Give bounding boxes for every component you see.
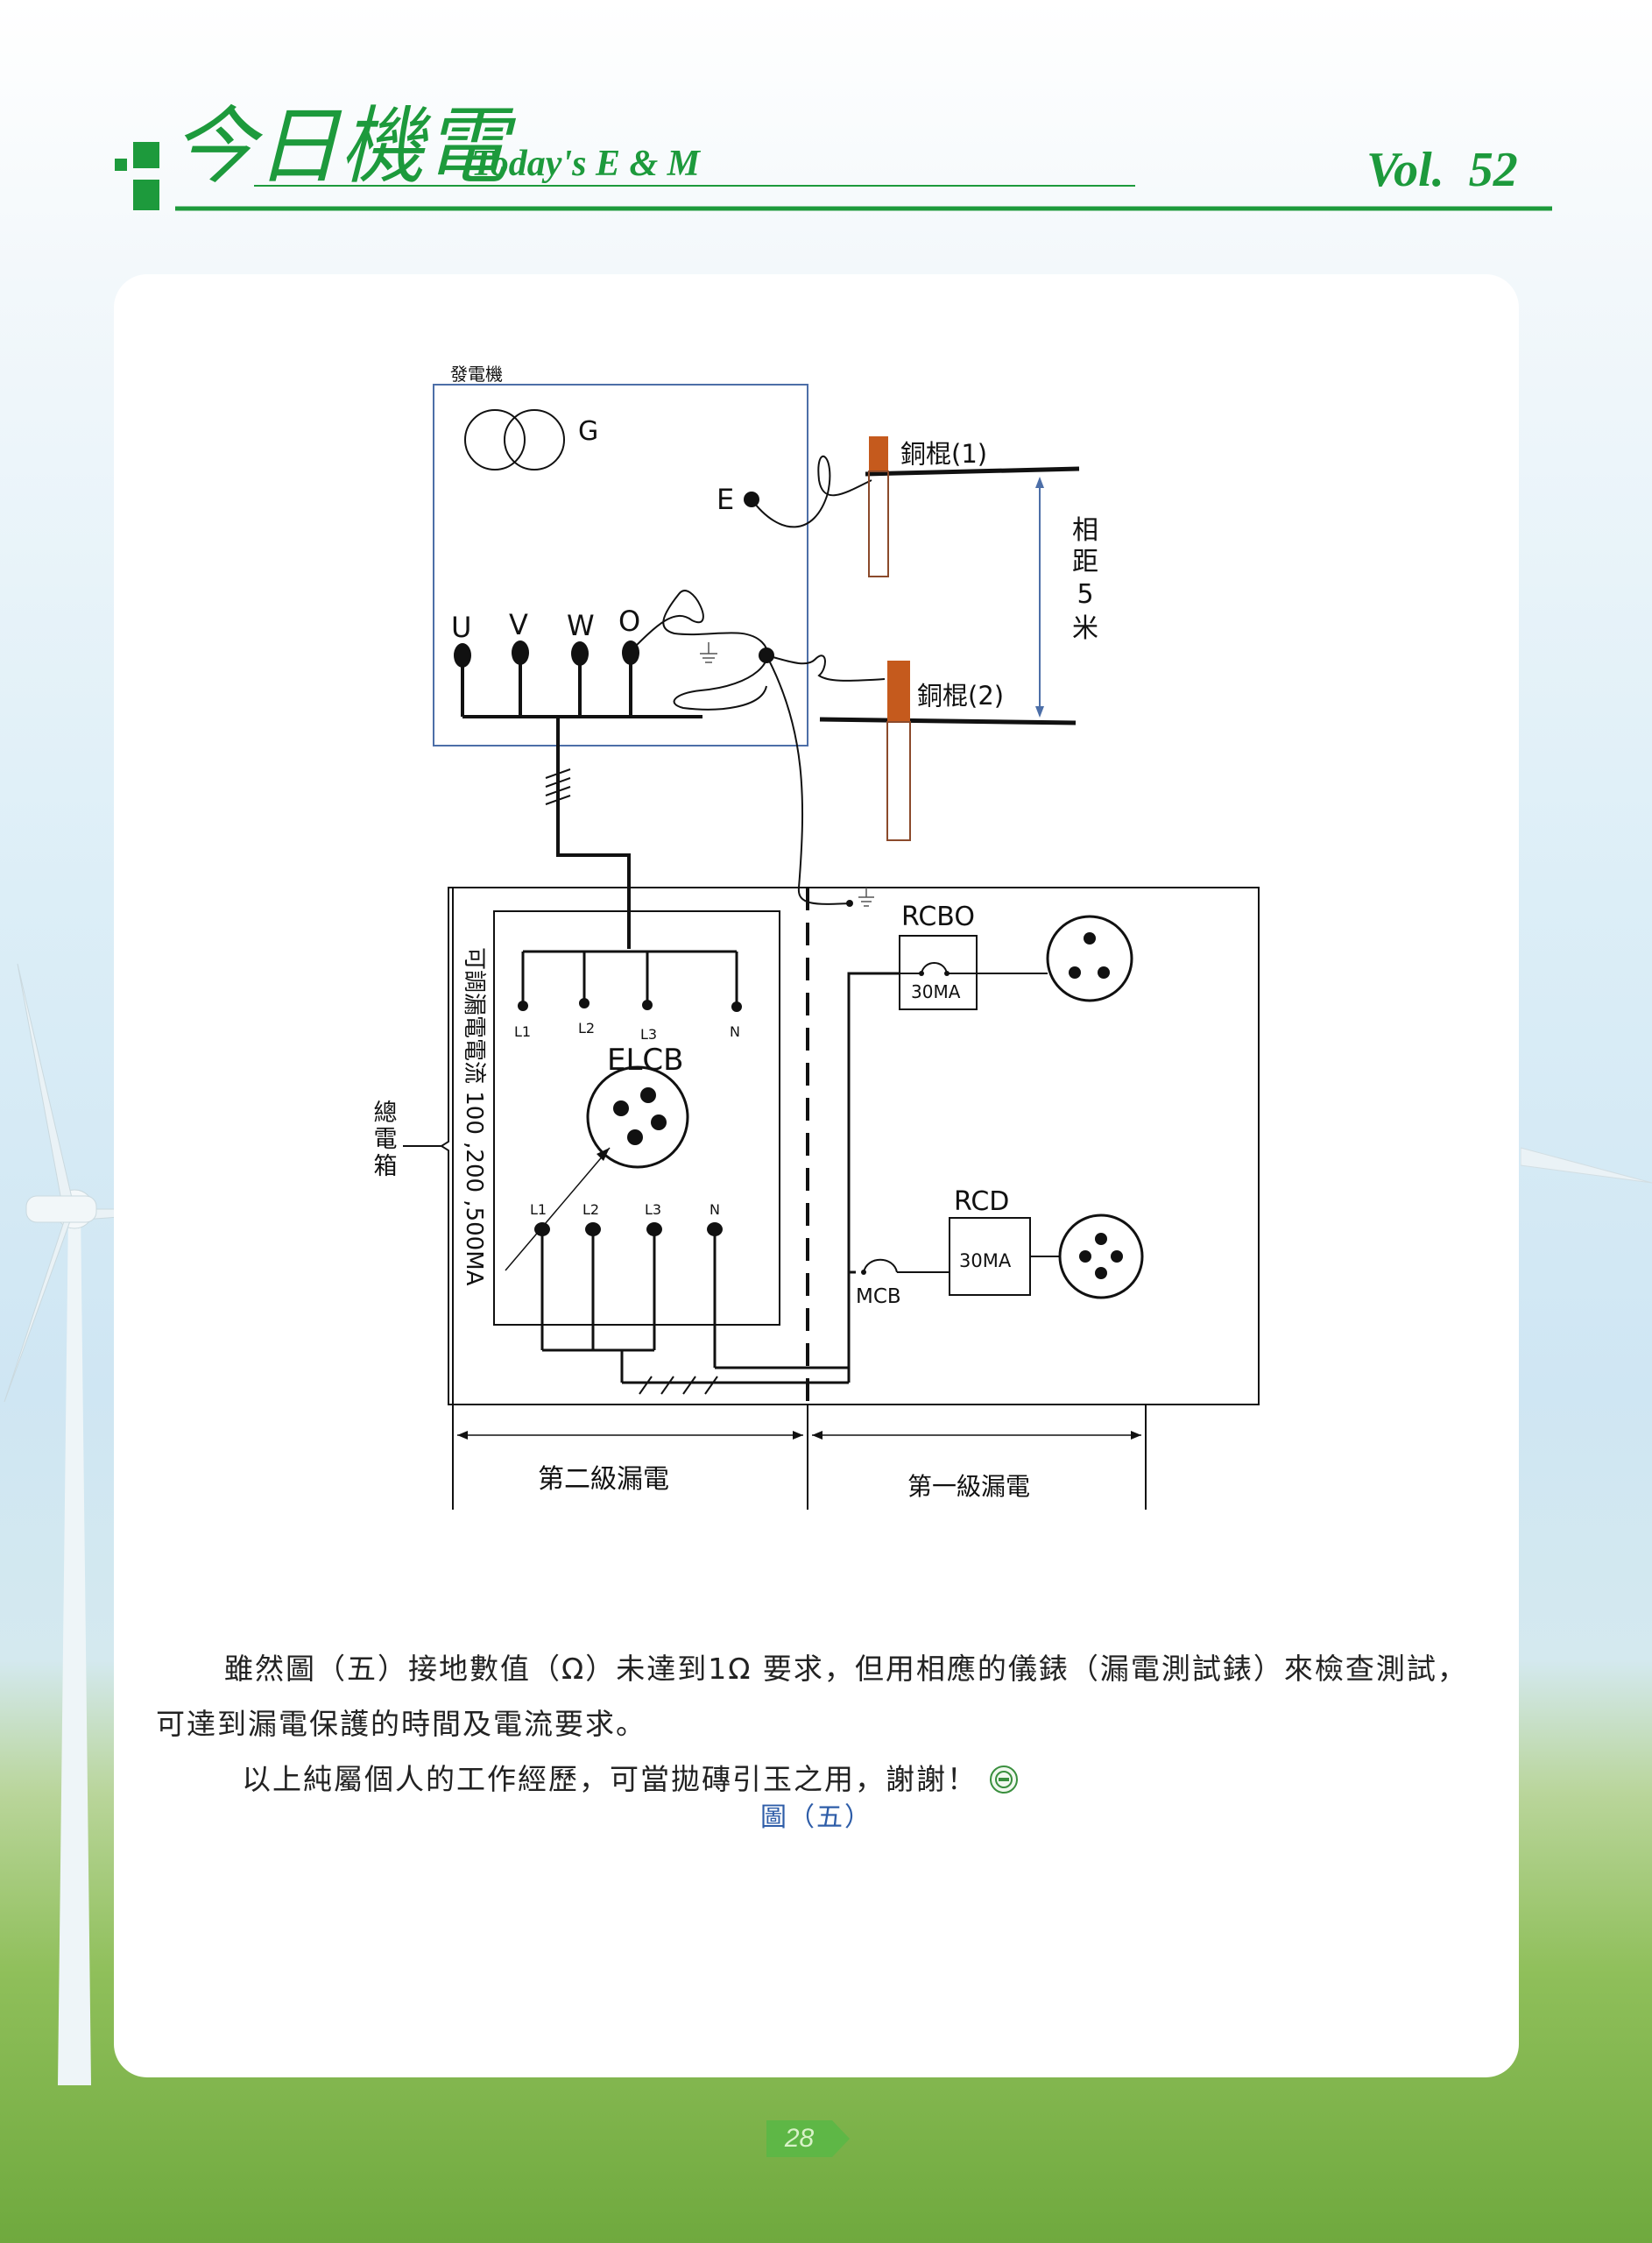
logo-square-3: [133, 180, 159, 210]
figure-caption: 圖（五）: [760, 1802, 872, 1833]
elcb-label: ELCB: [607, 1043, 684, 1078]
logo-title: 今日機電: [172, 97, 517, 195]
svg-text:米: 米: [1072, 613, 1098, 644]
svg-text:L3: L3: [640, 1026, 657, 1043]
terminal-u: U: [451, 611, 471, 644]
logo-square-1: [115, 159, 127, 171]
svg-text:箱: 箱: [374, 1153, 398, 1180]
rod1-label: 銅棍(1): [900, 439, 987, 469]
logo-square-2: [133, 142, 159, 168]
copper-rod-2: [886, 721, 911, 841]
end-mark-icon: [989, 1765, 1018, 1794]
rcd-label: RCD: [954, 1186, 1009, 1217]
generator-label: 發電機: [450, 364, 503, 385]
svg-text:總: 總: [374, 1100, 398, 1127]
elcb-bottom-terminal-labels: L1 L2 L3 N: [530, 1201, 720, 1218]
svg-text:N: N: [730, 1023, 740, 1040]
svg-text:相: 相: [1072, 515, 1098, 546]
main-box-brace: [440, 887, 453, 1405]
terminal-e: E: [717, 483, 734, 516]
terminal-w: W: [567, 609, 595, 642]
feeder-cable: [556, 717, 631, 949]
earth-wire-rod2: [766, 655, 886, 682]
rcbo-rating: 30MA: [911, 981, 961, 1002]
svg-text:L2: L2: [578, 1020, 595, 1037]
wiring-diagram: 發電機 G E U V W O 銅棍(1) 銅棍(2) 相 距 5 米 總 電 …: [374, 364, 1260, 1510]
wind-turbine-right: [1521, 1147, 1652, 1184]
distance-label: 相 距 5 米: [1072, 515, 1098, 644]
page-header: 今日機電 Today's E & M Vol. 52: [115, 97, 1552, 211]
svg-text:L1: L1: [530, 1201, 547, 1218]
paragraph-2-text: 以上純屬個人的工作經歷，可當拋磚引玉之用，謝謝！: [242, 1762, 978, 1796]
mcb-label: MCB: [856, 1285, 901, 1308]
generator-box: [433, 384, 808, 746]
elcb-top-terminal-labels: L1 L2 L3 N: [514, 1020, 740, 1043]
earth-wire-o: [628, 590, 768, 711]
earth-symbol-box: [858, 888, 874, 907]
second-level-label: 第二級漏電: [538, 1464, 669, 1495]
rcd-rating: 30MA: [959, 1250, 1012, 1271]
terminal-v: V: [509, 608, 528, 641]
page-number: 28: [766, 2120, 832, 2157]
copper-rod-1: [868, 471, 889, 577]
distribution-box: [452, 887, 1260, 1405]
elcb-socket: [586, 1065, 689, 1169]
svg-text:N: N: [710, 1201, 720, 1218]
rcbo-socket: [1046, 915, 1133, 1002]
logo-subtitle: Today's E & M: [471, 144, 702, 184]
copper-rod-2-cap: [887, 661, 910, 722]
ground-line-2: [819, 717, 1077, 725]
svg-text:5: 5: [1077, 579, 1093, 610]
paragraph-1-line-2: 可達到漏電保護的時間及電流要求。: [156, 1707, 646, 1741]
svg-text:L3: L3: [645, 1201, 661, 1218]
adjustable-current-label: 可調漏電電流 100 ,200 ,500MA: [461, 947, 487, 1286]
svg-text:L2: L2: [582, 1201, 599, 1218]
wind-turbine-left: [4, 963, 228, 2085]
paragraph-1-line-1: 雖然圖（五）接地數值（Ω）未達到1Ω 要求，但用相應的儀錶（漏電測試錶）來檢查測…: [224, 1652, 1468, 1686]
terminal-o: O: [618, 605, 640, 638]
mcb-switch: [863, 1258, 898, 1273]
ground-line-1: [865, 466, 1080, 477]
paragraph-2: 以上純屬個人的工作經歷，可當拋磚引玉之用，謝謝！: [242, 1753, 1019, 1806]
first-level-label: 第一級漏電: [907, 1472, 1030, 1501]
svg-text:電: 電: [374, 1126, 398, 1153]
generator-circle-left: [464, 409, 526, 471]
svg-text:L1: L1: [514, 1023, 531, 1040]
content-card: 發電機 G E U V W O 銅棍(1) 銅棍(2) 相 距 5 米 總 電 …: [114, 274, 1519, 2077]
generator-circle-right: [504, 409, 565, 471]
earth-wire-to-box: [766, 655, 851, 905]
rod2-label: 銅棍(2): [917, 681, 1004, 711]
earth-wire-e: [751, 456, 872, 528]
svg-text:距: 距: [1072, 547, 1098, 577]
elcb-box: [493, 910, 780, 1326]
rcd-socket: [1058, 1213, 1144, 1299]
rcbo-label: RCBO: [901, 902, 975, 932]
volume-label: Vol. 52: [1366, 143, 1518, 197]
first-level-feeder: [847, 972, 900, 1383]
copper-rod-1-cap: [869, 436, 888, 471]
rcbo-switch: [921, 962, 948, 974]
earth-symbol-generator: [700, 642, 717, 663]
elcb-test-arrow: [505, 1147, 611, 1271]
page-number-arrow-icon: [832, 2120, 850, 2157]
generator-symbol: G: [578, 416, 598, 447]
main-box-label: 總 電 箱: [374, 1100, 398, 1180]
